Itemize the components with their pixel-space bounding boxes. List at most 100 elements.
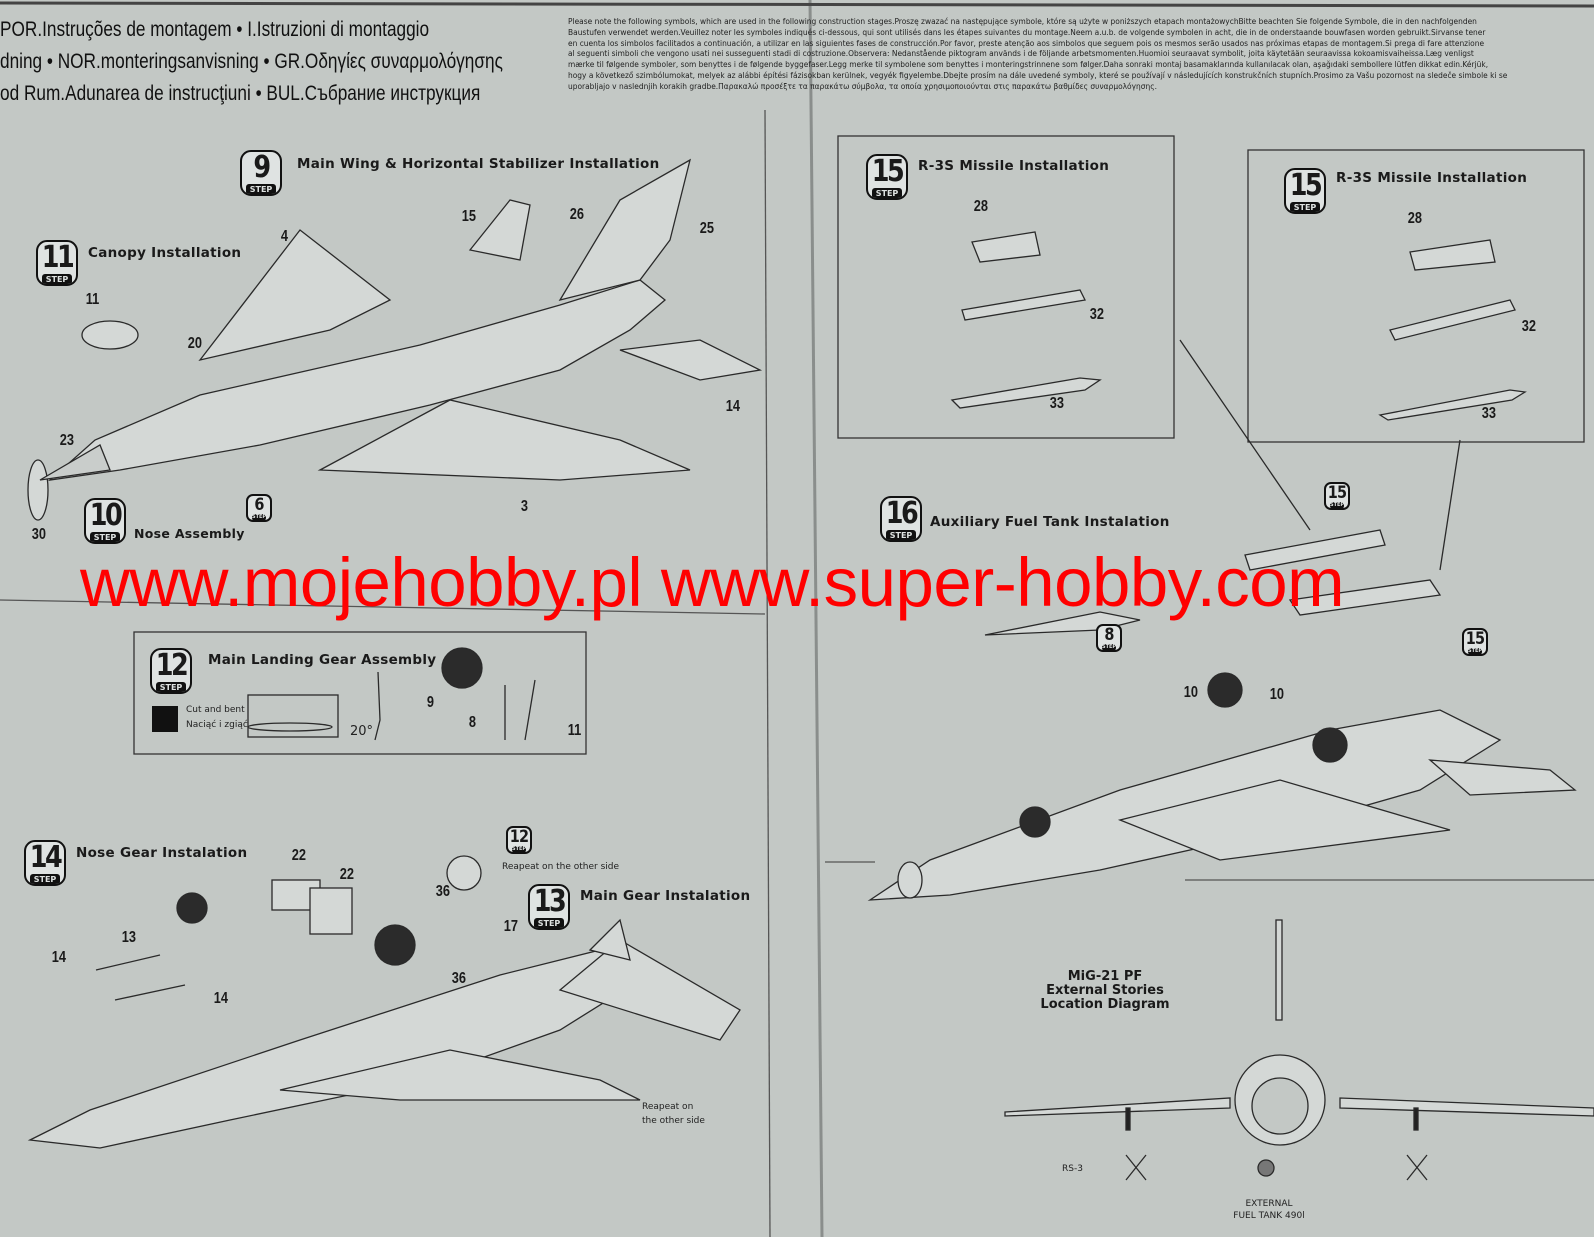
step-number: 15: [1465, 629, 1485, 649]
section-divider: [0, 599, 766, 615]
step-10-title: Nose Assembly: [134, 526, 245, 541]
part-number: 22: [339, 866, 355, 883]
step15a-box: [837, 135, 1175, 439]
step-number: 10: [89, 498, 123, 533]
step-number: 14: [29, 840, 63, 875]
step-label: STEP: [252, 514, 267, 520]
note-line: en cuenta los simbolos facilitados a con…: [568, 37, 1485, 48]
step-number: 15: [871, 154, 905, 189]
header-line: POR.Instruções de montagem • I.Istruzion…: [0, 18, 430, 41]
part-number: 10: [1269, 686, 1285, 703]
step-9-title: Main Wing & Horizontal Stabilizer Instal…: [297, 156, 660, 172]
part-number: 33: [1049, 395, 1065, 412]
step-number: 12: [155, 648, 189, 683]
step-label: STEP: [1468, 648, 1483, 654]
note-line: al seguenti simboli che vengono usati ne…: [568, 48, 1474, 59]
diagram-title-line: MiG-21 PF: [1067, 969, 1143, 984]
step-number: 8: [1104, 625, 1114, 645]
part-number: 28: [973, 198, 989, 215]
rs3-label: RS-3: [1062, 1164, 1083, 1174]
part-number: 25: [699, 220, 715, 237]
missile-drawings: [950, 231, 1527, 571]
step-number: 15: [1327, 483, 1347, 503]
note-line: hogy a következő szimbólumokat, melyek a…: [568, 69, 1508, 80]
page-fold: [808, 0, 824, 1237]
part-number: 32: [1521, 318, 1537, 335]
part-number: 3: [520, 498, 529, 515]
part-number: 11: [567, 722, 582, 739]
step-15-title: R-3S Missile Installation: [918, 158, 1110, 174]
part-number: 10: [1183, 684, 1199, 701]
step15b-box: [1247, 149, 1585, 443]
step-label: STEP: [872, 188, 902, 198]
fuel-tank-label: EXTERNAL FUEL TANK 490l: [1224, 1198, 1314, 1222]
step-label: STEP: [1290, 202, 1320, 212]
part-number: 36: [435, 883, 451, 900]
part-number: 4: [280, 228, 289, 245]
part-number: 28: [1407, 210, 1423, 227]
part-number: 8: [468, 714, 477, 731]
note-line: mærke til følgende symboler, som benytte…: [568, 59, 1489, 70]
step-number: 11: [41, 240, 75, 275]
step-14-title: Nose Gear Instalation: [76, 845, 248, 861]
diagram-title: MiG-21 PF External Stories Location Diag…: [1030, 970, 1180, 1012]
part-number: 20: [187, 335, 203, 352]
step-13-title: Main Gear Instalation: [580, 888, 751, 904]
part-number: 14: [213, 990, 229, 1007]
cut-bent-label: Cut and bent: [186, 705, 245, 715]
part-number: 17: [503, 918, 519, 935]
step-12-title: Main Landing Gear Assembly: [208, 652, 437, 668]
angle-label: 20°: [350, 724, 374, 739]
part-number: 14: [725, 398, 741, 415]
part-number: 23: [59, 432, 75, 449]
step-label: STEP: [30, 874, 60, 884]
step9-aircraft-drawing: [27, 158, 763, 521]
cut-and-bend-icon: [152, 706, 178, 732]
step-number: 9: [253, 150, 271, 185]
header-line: od Rum.Adunarea de instrucţiuni • BUL.Съ…: [0, 82, 481, 105]
front-view-diagram: [1004, 919, 1594, 1181]
step-label: STEP: [246, 184, 276, 194]
cut-bent-label-pl: Naciąć i zgiąć: [186, 720, 248, 730]
repeat-note-2a: Reapeat on: [642, 1102, 694, 1112]
step16-aircraft-drawing: [867, 529, 1577, 901]
step-label: STEP: [886, 530, 916, 540]
step-11-title: Canopy Installation: [88, 245, 242, 261]
step-number: 12: [509, 827, 529, 847]
step-number: 15: [1289, 168, 1323, 203]
part-number: 14: [51, 949, 67, 966]
header-line: dning • NOR.monteringsanvisning • GR.Οδη…: [0, 50, 503, 73]
note-line: Baustufen verwendet werden.Veuillez note…: [568, 26, 1486, 37]
column-divider: [764, 109, 771, 1237]
repeat-note: Reapeat on the other side: [502, 862, 620, 872]
step12-parts-drawing: [247, 647, 536, 741]
step-number: 13: [533, 884, 567, 919]
part-number: 15: [461, 208, 477, 225]
diagram-title-line: External Stories: [1046, 983, 1164, 998]
part-number: 30: [31, 526, 47, 543]
step14-13-aircraft-drawing: [27, 855, 741, 1149]
part-number: 33: [1481, 405, 1497, 422]
step-number: 6: [254, 495, 264, 515]
step-number: 16: [885, 496, 919, 531]
part-number: 22: [291, 847, 307, 864]
diagram-title-line: Location Diagram: [1040, 997, 1170, 1012]
step-16-title: Auxiliary Fuel Tank Instalation: [930, 514, 1170, 530]
part-number: 11: [85, 291, 100, 308]
step12-box: [133, 631, 587, 755]
repeat-note-2b: the other side: [642, 1116, 705, 1126]
